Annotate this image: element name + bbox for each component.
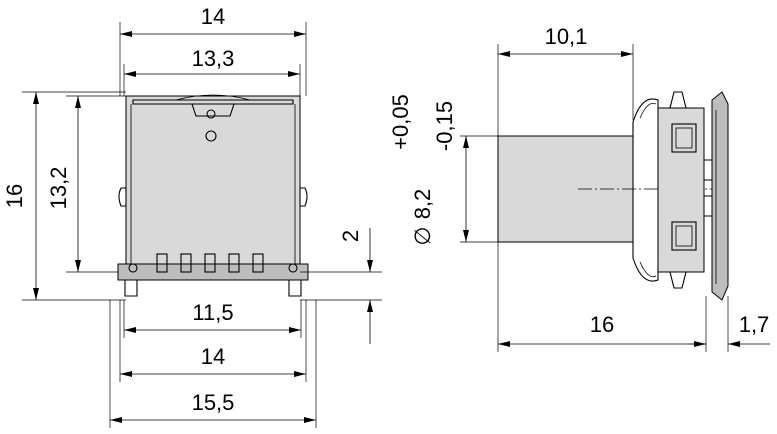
front-extension-lines xyxy=(22,22,382,428)
front-view: 14 13,3 16 13,2 2 11,5 14 15,5 xyxy=(2,4,382,428)
front-view-body xyxy=(117,94,309,297)
dim-front-bottom-width: 14 xyxy=(201,344,225,369)
dim-front-top-inner-width: 13,3 xyxy=(192,46,235,71)
diameter-symbol: ∅ xyxy=(410,226,435,245)
dim-front-foot-height: 2 xyxy=(338,230,363,242)
dim-side-body-length: 10,1 xyxy=(545,24,588,49)
side-view: 10,1 +0,05 -0,15 ∅ 8,2 16 1,7 xyxy=(388,24,770,352)
dim-front-bottom-total-width: 15,5 xyxy=(192,390,235,415)
diameter-value: 8,2 xyxy=(410,189,435,220)
dim-side-tolerance-plus: +0,05 xyxy=(388,94,413,150)
front-dimension-lines xyxy=(33,31,373,423)
dim-front-top-width: 14 xyxy=(201,4,225,29)
dim-side-diameter: ∅ 8,2 xyxy=(410,189,435,246)
dim-side-tolerance-minus: -0,15 xyxy=(432,101,457,151)
front-contacts xyxy=(156,253,264,273)
dim-front-height-inner: 13,2 xyxy=(46,167,71,210)
side-dimension-lines xyxy=(463,51,770,347)
dim-front-height-total: 16 xyxy=(2,184,27,208)
dim-front-bottom-inner-width: 11,5 xyxy=(192,300,233,325)
dim-side-overall-length: 16 xyxy=(590,312,614,337)
dim-side-flange-thickness: 1,7 xyxy=(739,312,770,337)
side-view-body xyxy=(497,91,729,301)
